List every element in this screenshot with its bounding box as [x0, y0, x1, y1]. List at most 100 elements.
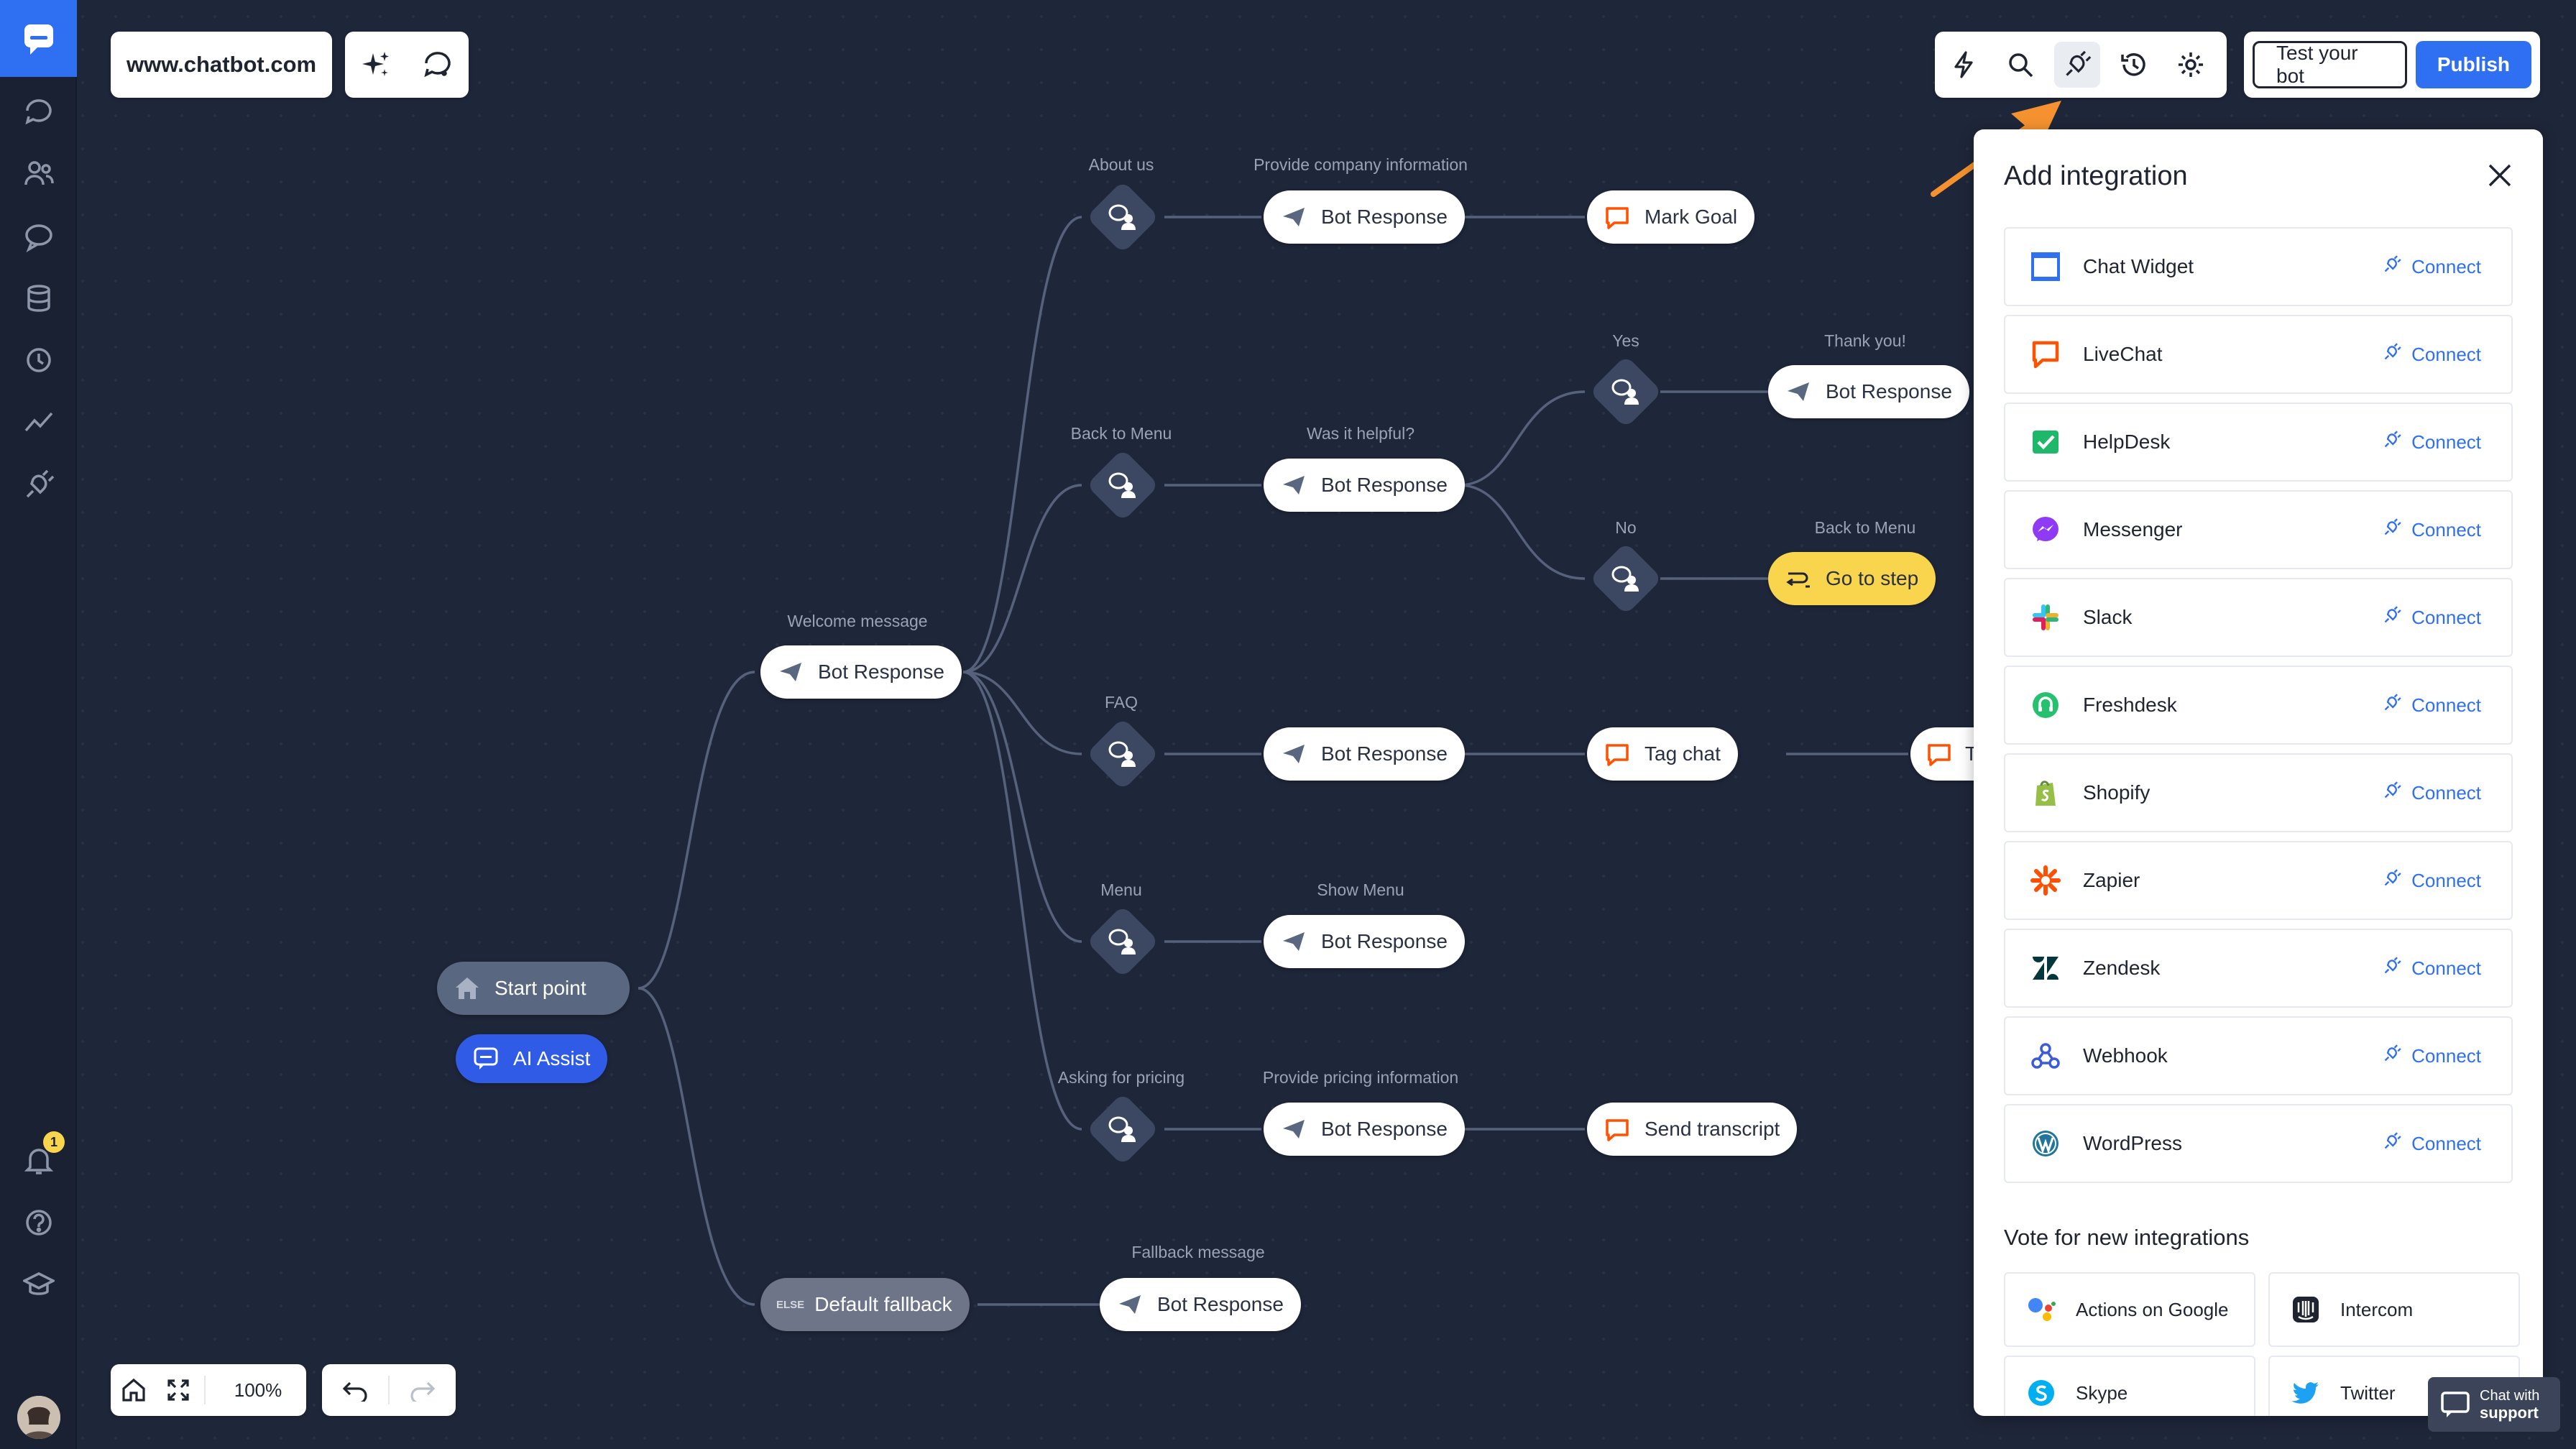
- integration-name: Webhook: [2083, 1044, 2168, 1067]
- label-welcome: Welcome message: [787, 612, 928, 630]
- help-icon[interactable]: [20, 1204, 58, 1241]
- integration-chat-widget[interactable]: Chat Widget Connect: [2004, 227, 2513, 306]
- ai-sparkle-icon[interactable]: [345, 32, 407, 98]
- home-icon[interactable]: [111, 1364, 157, 1416]
- connect-button[interactable]: Connect: [2383, 781, 2481, 805]
- integration-freshdesk[interactable]: Freshdesk Connect: [2004, 666, 2513, 745]
- bell-icon[interactable]: [20, 1141, 58, 1179]
- integration-livechat[interactable]: LiveChat Connect: [2004, 315, 2513, 394]
- add-integration-panel: Add integration Chat Widget Connect Live…: [1974, 129, 2543, 1416]
- start-point-node[interactable]: Start point: [437, 962, 630, 1015]
- vote-skype[interactable]: Skype: [2004, 1356, 2255, 1416]
- node-label: Tag chat: [1644, 742, 1721, 765]
- connect-button[interactable]: Connect: [2383, 693, 2481, 717]
- plug-icon: [2383, 518, 2401, 542]
- connect-label: Connect: [2411, 694, 2481, 716]
- bot-response-node[interactable]: Bot Response: [1100, 1278, 1301, 1331]
- bot-response-node[interactable]: Bot Response: [1264, 190, 1465, 244]
- connect-button[interactable]: Connect: [2383, 254, 2481, 279]
- users-icon[interactable]: [20, 155, 58, 192]
- vote-actions-on-google[interactable]: Actions on Google: [2004, 1272, 2255, 1347]
- bot-response-node[interactable]: Bot Response: [1264, 459, 1465, 512]
- history-icon[interactable]: [2105, 32, 2162, 98]
- integrations-plug-icon-active[interactable]: [2048, 32, 2105, 98]
- database-icon[interactable]: [20, 280, 58, 317]
- user-chat-icon: [1600, 366, 1652, 418]
- close-icon[interactable]: [2484, 160, 2516, 191]
- mark-goal-node[interactable]: Mark Goal: [1587, 190, 1755, 244]
- settings-gear-icon[interactable]: [2162, 32, 2219, 98]
- integration-name: WordPress: [2083, 1132, 2182, 1154]
- test-bot-button[interactable]: Test your bot: [2253, 41, 2407, 88]
- label-provide-company: Provide company information: [1254, 155, 1468, 174]
- connect-button[interactable]: Connect: [2383, 1044, 2481, 1068]
- integration-zapier[interactable]: Zapier Connect: [2004, 841, 2513, 920]
- label-provide-pricing: Provide pricing information: [1262, 1068, 1459, 1087]
- send-transcript-node[interactable]: Send transcript: [1587, 1103, 1798, 1156]
- integration-slack[interactable]: Slack Connect: [2004, 578, 2513, 657]
- bot-response-node[interactable]: Bot Response: [760, 645, 962, 699]
- chatbot-logo-icon[interactable]: [0, 0, 77, 77]
- bot-response-node[interactable]: Bot Response: [1264, 915, 1465, 968]
- chat-question-icon[interactable]: [407, 32, 469, 98]
- connect-button[interactable]: Connect: [2383, 1131, 2481, 1156]
- integration-shopify[interactable]: Shopify Connect: [2004, 753, 2513, 832]
- integration-zendesk[interactable]: Zendesk Connect: [2004, 929, 2513, 1008]
- intercom-icon: [2286, 1289, 2326, 1330]
- analytics-icon[interactable]: [20, 403, 58, 441]
- top-actions: Test your bot Publish: [2244, 32, 2540, 98]
- connect-button[interactable]: Connect: [2383, 430, 2481, 454]
- academy-icon[interactable]: [20, 1266, 58, 1304]
- bot-response-node[interactable]: Bot Response: [1264, 1103, 1465, 1156]
- connect-button[interactable]: Connect: [2383, 956, 2481, 980]
- integration-wordpress[interactable]: WordPress Connect: [2004, 1104, 2513, 1183]
- history-icon[interactable]: [20, 341, 58, 379]
- label-no: No: [1615, 518, 1637, 537]
- chat-widget-logo-icon: [2025, 247, 2066, 287]
- left-sidebar: 1: [0, 0, 77, 1449]
- tag-chat-node[interactable]: Tag chat: [1587, 727, 1738, 781]
- stories-icon[interactable]: [20, 218, 58, 255]
- plug-icon: [2383, 1044, 2401, 1068]
- label-was-helpful: Was it helpful?: [1307, 424, 1414, 443]
- user-chat-icon: [1097, 191, 1149, 243]
- zoom-level[interactable]: 100%: [234, 1379, 282, 1401]
- chats-icon[interactable]: [20, 93, 58, 131]
- vote-name: Actions on Google: [2076, 1298, 2229, 1320]
- undo-icon[interactable]: [322, 1364, 388, 1416]
- truncated-node[interactable]: T: [1910, 727, 1978, 781]
- notification-badge: 1: [43, 1131, 65, 1153]
- lightning-icon[interactable]: [1935, 32, 1992, 98]
- vote-name: Twitter: [2340, 1381, 2396, 1404]
- chat-support-button[interactable]: Chat with support: [2428, 1377, 2560, 1432]
- ai-assist-button[interactable]: AI Assist: [456, 1034, 608, 1083]
- integration-name: LiveChat: [2083, 343, 2163, 365]
- vote-title: Vote for new integrations: [2004, 1225, 2250, 1250]
- integration-webhook[interactable]: Webhook Connect: [2004, 1016, 2513, 1095]
- support-line2: support: [2480, 1404, 2539, 1422]
- connect-label: Connect: [2411, 781, 2481, 804]
- bot-url[interactable]: www.chatbot.com: [111, 32, 333, 98]
- integration-messenger[interactable]: Messenger Connect: [2004, 490, 2513, 569]
- bot-response-node[interactable]: Bot Response: [1768, 365, 1969, 418]
- bot-response-node[interactable]: Bot Response: [1264, 727, 1465, 781]
- integration-helpdesk[interactable]: HelpDesk Connect: [2004, 402, 2513, 482]
- livechat-logo-icon: [2025, 334, 2066, 374]
- publish-button[interactable]: Publish: [2415, 41, 2531, 88]
- send-plane-icon: [1279, 740, 1308, 768]
- connect-button[interactable]: Connect: [2383, 605, 2481, 630]
- integrations-plug-icon[interactable]: [20, 466, 58, 504]
- user-avatar[interactable]: [17, 1396, 60, 1439]
- search-icon[interactable]: [1992, 32, 2048, 98]
- fit-screen-icon[interactable]: [157, 1364, 200, 1416]
- vote-intercom[interactable]: Intercom: [2268, 1272, 2520, 1347]
- go-to-step-node[interactable]: Go to step: [1768, 552, 1936, 605]
- redo-icon[interactable]: [390, 1364, 456, 1416]
- plug-icon: [2383, 956, 2401, 980]
- integration-name: Slack: [2083, 606, 2133, 628]
- connect-button[interactable]: Connect: [2383, 342, 2481, 367]
- connect-button[interactable]: Connect: [2383, 518, 2481, 542]
- connect-button[interactable]: Connect: [2383, 868, 2481, 893]
